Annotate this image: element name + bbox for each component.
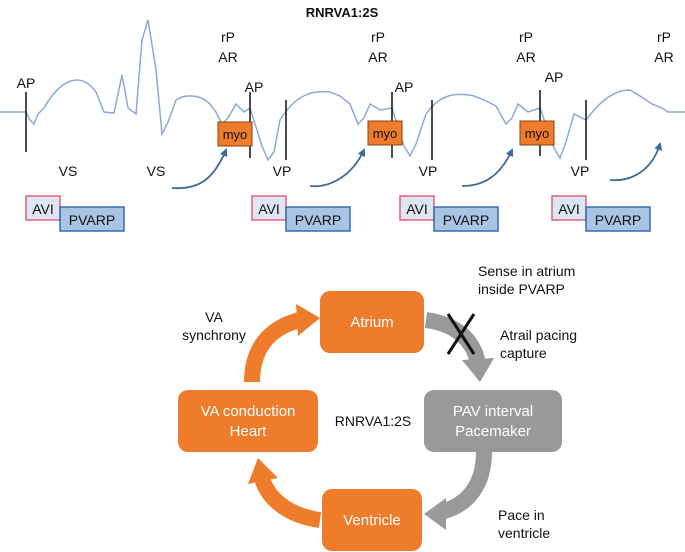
va-synchrony-arrow <box>244 304 320 383</box>
rp-label: rP <box>371 29 385 45</box>
timer-group: AVI PVARP <box>251 195 351 232</box>
ar-label: AR <box>654 49 673 65</box>
avi-label: AVI <box>406 201 428 217</box>
vp-label: VP <box>571 163 590 179</box>
atrium-label: Atrium <box>350 314 393 331</box>
pvarp-label: PVARP <box>69 212 115 228</box>
va-conduction-box: VA conduction Heart <box>178 390 318 452</box>
ar-label: AR <box>516 49 535 65</box>
vs-label: VS <box>147 163 166 179</box>
va-label-line1: VA conduction <box>201 403 296 420</box>
timer-group: AVI PVARP <box>399 195 499 232</box>
ap-label: AP <box>545 69 564 85</box>
ventricle-label: Ventricle <box>343 512 401 529</box>
avi-label: AVI <box>32 201 54 217</box>
myo-box: myo <box>519 120 555 146</box>
va-label-line2: Heart <box>230 423 268 440</box>
conduction-arrow <box>309 148 366 188</box>
svg-text:myo: myo <box>525 126 550 141</box>
va-conduction-arrow <box>248 458 322 528</box>
ap-label: AP <box>245 79 264 95</box>
rp-label: rP <box>519 29 533 45</box>
rp-label: rP <box>657 29 671 45</box>
sense-label-line2: inside PVARP <box>478 281 565 297</box>
pav-label-line1: PAV interval <box>453 403 533 420</box>
pace-label-line2: ventricle <box>498 525 550 541</box>
pvarp-label: PVARP <box>443 212 489 228</box>
sense-label-line1: Sense in atrium <box>478 263 575 279</box>
svg-text:myo: myo <box>373 126 398 141</box>
conduction-arrow <box>171 148 228 190</box>
atrium-box: Atrium <box>320 291 424 353</box>
vp-label: VP <box>273 163 292 179</box>
atrail-label-line1: Atrail pacing <box>500 327 577 343</box>
rp-label: rP <box>221 29 235 45</box>
conduction-arrow <box>609 142 663 182</box>
avi-label: AVI <box>258 201 280 217</box>
conduction-arrow <box>461 148 514 187</box>
myo-box: myo <box>367 120 403 146</box>
ecg-trace <box>0 19 685 162</box>
ap-label: AP <box>17 75 36 91</box>
figure-title: RNRVA1:2S <box>306 5 379 20</box>
ventricle-box: Ventricle <box>322 489 422 551</box>
timer-group: AVI PVARP <box>551 195 651 232</box>
pav-interval-box: PAV interval Pacemaker <box>424 390 562 452</box>
blocked-x-icon <box>446 313 476 355</box>
va-sync-label-line2: synchrony <box>182 327 246 343</box>
pav-label-line2: Pacemaker <box>455 423 531 440</box>
svg-text:myo: myo <box>223 127 248 142</box>
atrial-pacing-arrow <box>424 312 494 382</box>
timer-group: AVI PVARP <box>25 195 125 232</box>
atrail-label-line2: capture <box>500 345 547 361</box>
pvarp-label: PVARP <box>595 212 641 228</box>
vs-label: VS <box>59 163 78 179</box>
vp-label: VP <box>419 163 438 179</box>
center-label: RNRVA1:2S <box>335 413 412 429</box>
pace-label-line1: Pace in <box>498 507 545 523</box>
ventricular-pacing-arrow <box>424 451 492 530</box>
pvarp-label: PVARP <box>295 212 341 228</box>
ar-label: AR <box>218 49 237 65</box>
va-sync-label-line1: VA <box>205 309 223 325</box>
ar-label: AR <box>368 49 387 65</box>
ap-label: AP <box>395 79 414 95</box>
myo-box: myo <box>217 121 253 147</box>
avi-label: AVI <box>558 201 580 217</box>
